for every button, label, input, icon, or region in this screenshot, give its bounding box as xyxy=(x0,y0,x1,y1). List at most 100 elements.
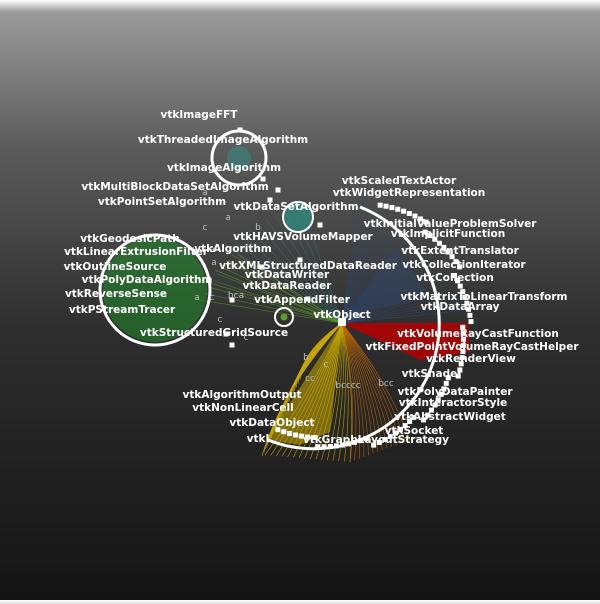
node-label-fpv[interactable]: vtkFixedPointVolumeRayCastHelper xyxy=(365,341,579,353)
edge-line xyxy=(341,206,376,324)
node-marker xyxy=(229,342,235,348)
node-marker xyxy=(275,187,281,193)
node-marker xyxy=(460,336,466,342)
node-label-dsa[interactable]: vtkDataSetAlgorithm xyxy=(233,201,358,213)
node-marker xyxy=(357,438,363,444)
edge-line xyxy=(341,247,414,324)
node-label-pst[interactable]: vtkPStreamTracer xyxy=(69,304,176,316)
node-label-wrp[interactable]: vtkWidgetRepresentation xyxy=(333,187,485,199)
node-marker xyxy=(392,430,398,436)
node-label-imf[interactable]: vtkImplicitFunction xyxy=(391,228,505,240)
node-label-ist[interactable]: vtkInteractorStyle xyxy=(399,397,507,409)
node-marker xyxy=(422,229,428,235)
node-label-alg[interactable]: vtkAlgorithm xyxy=(194,243,272,255)
node-marker xyxy=(315,444,321,450)
node-label-abw[interactable]: vtkAbstractWidget xyxy=(394,411,506,423)
edge-line xyxy=(341,214,384,324)
edge-line xyxy=(274,214,343,324)
node-label-sgs[interactable]: vtkStructuredGridSource xyxy=(140,327,288,339)
node-label-dar[interactable]: vtkDataArray xyxy=(421,301,500,313)
node-label-fft[interactable]: vtkImageFFT xyxy=(161,109,239,121)
node-label-rnv[interactable]: vtkRenderView xyxy=(426,353,516,365)
edge-line xyxy=(341,251,418,324)
node-label-obj[interactable]: vtkObject xyxy=(313,309,370,321)
node-label-xml[interactable]: vtkXMLStructuredDataReader xyxy=(219,260,398,272)
node-marker xyxy=(411,414,417,420)
node-marker xyxy=(327,443,333,449)
node-label-lin[interactable]: vtkLinearExtrusionFilter xyxy=(64,246,209,258)
node-marker xyxy=(432,402,438,408)
node-marker xyxy=(462,294,468,300)
label-layer: vtkObject vtkAlgorithm vtkImageFFT vtkThrea… xyxy=(64,109,580,446)
node-label-soc[interactable]: vtkSocket xyxy=(385,425,444,437)
node-marker xyxy=(435,397,441,403)
node-label-cln[interactable]: vtkCollection xyxy=(416,272,494,284)
node-marker xyxy=(449,254,455,260)
node-label-hav[interactable]: vtkHAVSVolumeMapper xyxy=(233,231,373,243)
node-label-vrc[interactable]: vtkVolumeRayCastFunction xyxy=(397,328,559,340)
edge-line xyxy=(341,322,397,446)
node-label-apf[interactable]: vtkAppendFilter xyxy=(254,294,351,306)
edge-line xyxy=(341,322,402,444)
node-marker xyxy=(397,426,403,432)
edge-line xyxy=(341,210,380,324)
edge-line xyxy=(341,235,403,324)
edge-label: a xyxy=(225,213,231,223)
edge-line xyxy=(341,322,374,454)
edge-line xyxy=(341,239,406,324)
edge-line xyxy=(341,322,383,451)
node-marker xyxy=(452,273,458,279)
node-marker xyxy=(387,433,393,439)
node-label-alo[interactable]: vtkAlgorithmOutput xyxy=(183,389,302,401)
cluster-ring-dataset xyxy=(282,201,314,233)
edge-line xyxy=(249,229,343,324)
node-label-nlc[interactable]: vtkNonLinearCell xyxy=(192,402,294,414)
edge-label: a xyxy=(211,258,217,268)
edge-line xyxy=(341,288,452,324)
node-marker xyxy=(459,355,465,361)
node-label-ivp[interactable]: vtkInitialValueProblemSolver xyxy=(364,218,538,230)
node-marker xyxy=(423,219,429,225)
node-marker xyxy=(352,439,358,445)
node-label-pda[interactable]: vtkPolyDataAlgorithm xyxy=(82,274,213,286)
node-label-geo[interactable]: vtkGeodesicPath xyxy=(80,233,180,245)
edge-line xyxy=(341,231,399,324)
edge-line xyxy=(209,286,343,324)
node-label-rev[interactable]: vtkReverseSense xyxy=(65,288,167,300)
node-label-mbd[interactable]: vtkMultiBlockDataSetAlgorithm xyxy=(81,181,268,193)
node-label-glo[interactable]: vtkGraphLayoutStrategy xyxy=(303,434,449,446)
node-label-out[interactable]: vtkOutlineSource xyxy=(64,261,167,273)
node-marker xyxy=(460,342,466,348)
edge-line xyxy=(341,222,391,324)
node-marker xyxy=(371,442,377,448)
node-label-col[interactable]: vtkCollectionIterator xyxy=(402,259,526,271)
node-label-shd[interactable]: vtkShader xyxy=(402,368,464,380)
node-label-pts[interactable]: vtkPointSetAlgorithm xyxy=(98,196,226,208)
node-marker xyxy=(297,257,303,263)
node-marker xyxy=(407,419,413,425)
node-marker xyxy=(460,349,466,355)
node-label-iii[interactable]: vtkI xyxy=(247,433,270,445)
node-label-drd[interactable]: vtkDataReader xyxy=(243,280,333,292)
edge-line xyxy=(258,224,343,324)
edge-line xyxy=(213,280,343,324)
node-marker xyxy=(281,429,287,435)
edge-line xyxy=(341,189,361,324)
node-label-thr[interactable]: vtkThreadedImageAlgorithm xyxy=(138,134,308,146)
edge-line xyxy=(237,254,343,324)
node-label-img[interactable]: vtkImageAlgorithm xyxy=(167,162,281,174)
node-marker xyxy=(275,427,281,433)
edge-bundle-blue xyxy=(342,248,430,323)
node-label-ext[interactable]: vtkExtentTranslator xyxy=(401,245,519,257)
node-label-ado[interactable]: vtkDataObject xyxy=(229,417,314,429)
node-label-pdp[interactable]: vtkPolyDataPainter xyxy=(398,386,514,398)
edge-line xyxy=(341,260,425,324)
hub-node xyxy=(338,318,346,326)
cluster-ring-green xyxy=(98,233,212,347)
node-label-sta[interactable]: vtkScaledTextActor xyxy=(342,175,457,187)
edge-label: a xyxy=(194,293,200,303)
node-label-dwr[interactable]: vtkDataWriter xyxy=(245,269,330,281)
node-label-mtx[interactable]: vtkMatrixToLinearTransform xyxy=(401,291,568,303)
edge-line xyxy=(341,322,353,463)
